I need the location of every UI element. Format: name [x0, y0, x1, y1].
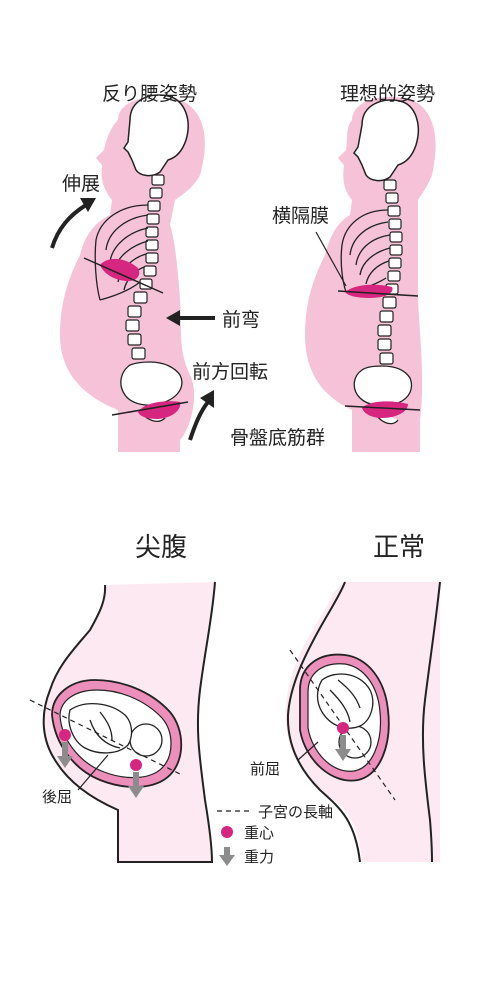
- diaphragm-leader-line: [315, 231, 347, 287]
- pointed-belly-figure: [29, 581, 216, 863]
- normal-figure: [285, 581, 441, 863]
- anteflexion-leader-line: [297, 741, 319, 761]
- swayback-diaphragm-line: [83, 257, 164, 294]
- pointed-belly-cog-2: [130, 759, 142, 771]
- legend-cog-swatch: [221, 826, 233, 838]
- ideal-pelvic-floor-line: [344, 405, 421, 411]
- anteflexion-label: 前屈: [250, 760, 280, 778]
- ideal-diaphragm-line: [337, 290, 419, 297]
- retroflexion-label: 後屈: [42, 788, 72, 806]
- pointed-belly-title: 尖腹: [135, 533, 187, 563]
- anterior-rotation-arrow: [188, 400, 210, 441]
- normal-cog: [337, 722, 349, 734]
- normal-title: 正常: [373, 533, 425, 563]
- swayback-spine: [125, 174, 165, 360]
- ideal-pelvic-floor: [362, 401, 408, 418]
- normal-belly-contour: [286, 581, 361, 863]
- legend: 子宮の長軸 重心 重力: [217, 803, 333, 866]
- swayback-diaphragm: [100, 258, 140, 282]
- top-labels: 反り腰姿勢 理想的姿勢 伸展 前弯 前方回転 横隔膜 骨盤底筋群: [62, 83, 435, 449]
- pointed-belly-fetus: [68, 703, 163, 757]
- swayback-pelvic-floor-line: [111, 401, 189, 416]
- normal-back-contour: [421, 581, 441, 863]
- ideal-skull: [353, 99, 420, 182]
- swayback-figure: [60, 94, 205, 452]
- extension-arrow: [50, 203, 88, 249]
- diaphragm-label: 横隔膜: [272, 205, 329, 227]
- anterior-rotation-label: 前方回転: [192, 361, 268, 383]
- bottom-labels: 尖腹 正常 後屈 前屈: [42, 533, 425, 806]
- ideal-figure: [305, 96, 436, 452]
- lordosis-arrowhead: [166, 310, 180, 326]
- pointed-belly-gravity-arrows: [57, 742, 144, 798]
- ideal-diaphragm: [345, 284, 393, 298]
- pointed-belly-cog-1: [59, 729, 71, 741]
- extension-label: 伸展: [62, 173, 100, 195]
- legend-axis-label: 子宮の長軸: [258, 803, 333, 821]
- top-arrows: [50, 198, 215, 441]
- ideal-spine: [377, 179, 403, 365]
- legend-cog-label: 重心: [244, 824, 274, 842]
- swayback-skull: [123, 94, 189, 177]
- lordosis-label: 前弯: [222, 309, 260, 331]
- pointed-belly-axis-line: [29, 699, 183, 776]
- extension-arrowhead: [80, 198, 96, 212]
- pelvic-floor-label: 骨盤底筋群: [230, 427, 325, 449]
- ideal-title: 理想的姿勢: [340, 83, 435, 105]
- swayback-title: 反り腰姿勢: [102, 83, 197, 105]
- retroflexion-leader-line: [77, 754, 109, 791]
- legend-gravity-label: 重力: [244, 848, 274, 866]
- anterior-rotation-arrowhead: [200, 390, 214, 408]
- legend-gravity-swatch: [219, 847, 235, 866]
- normal-gravity-arrow: [335, 735, 351, 761]
